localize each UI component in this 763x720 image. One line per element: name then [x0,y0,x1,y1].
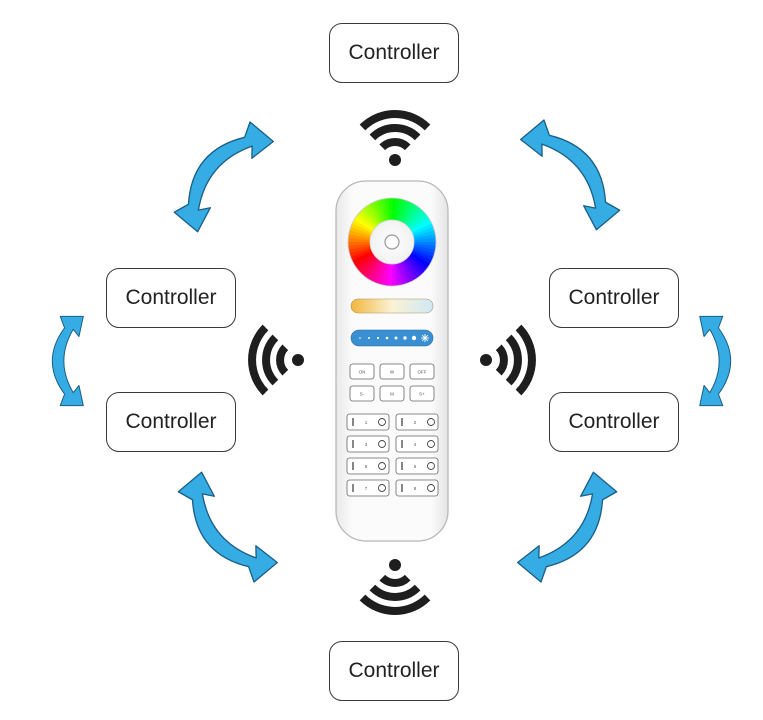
controller-top: Controller [329,23,459,83]
remote-button-m: M [379,385,405,402]
zone-button-1: 1 [346,413,390,431]
controller-bottom: Controller [329,641,459,701]
svg-text:5: 5 [365,464,368,469]
arrow-bottom-left-icon [169,471,278,590]
controller-lower-right: Controller [549,392,679,452]
svg-text:OFF: OFF [418,370,427,375]
svg-text:S-: S- [360,392,365,397]
arrow-top-right-icon [520,112,629,231]
svg-text:2: 2 [414,420,417,425]
arrow-middle-right-icon [699,315,732,407]
svg-text:ON: ON [359,370,366,375]
cct-slider [350,298,434,314]
arrow-middle-left-icon [51,315,84,407]
zone-button-2: 2 [395,413,439,431]
controller-middle-left: Controller [106,268,236,328]
zone-button-7: 7 [346,479,390,497]
arrow-top-left-icon [165,114,274,233]
remote-button-splus: S+ [409,385,435,402]
remote-button-on: ON [349,363,375,380]
zone-button-4: 4 [395,435,439,453]
svg-text:1: 1 [365,420,368,425]
svg-text:7: 7 [365,486,368,491]
svg-text:8: 8 [414,486,417,491]
svg-text:4: 4 [414,442,417,447]
brightness-slider [350,329,434,347]
zone-button-3: 3 [346,435,390,453]
svg-text:M: M [390,392,394,397]
zone-button-5: 5 [346,457,390,475]
color-wheel [347,197,437,287]
svg-text:6: 6 [414,464,417,469]
zone-button-6: 6 [395,457,439,475]
remote-button-w: W [379,363,405,380]
controller-lower-left: Controller [106,392,236,452]
arrow-bottom-right-icon [517,471,626,590]
svg-text:W: W [390,370,395,375]
svg-text:S+: S+ [419,392,425,397]
controller-middle-right: Controller [549,268,679,328]
remote-button-sminus: S- [349,385,375,402]
remote-control: ON W OFF S- M S+ 1 2 3 4 5 6 7 8 [335,180,449,542]
zone-button-8: 8 [395,479,439,497]
remote-button-off: OFF [409,363,435,380]
svg-text:3: 3 [365,442,368,447]
